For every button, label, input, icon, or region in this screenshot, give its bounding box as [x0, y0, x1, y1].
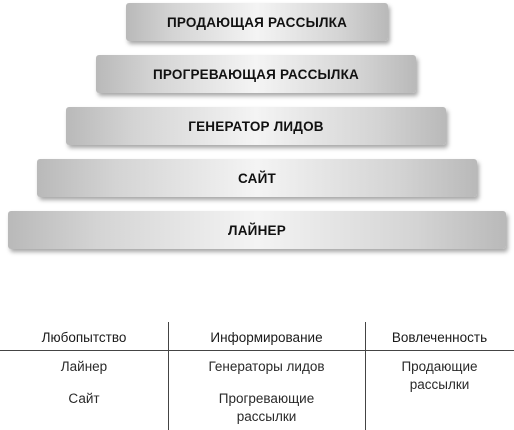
table-column-curiosity: Любопытство Лайнер Сайт: [0, 322, 168, 430]
pyramid-tier-label: ГЕНЕРАТОР ЛИДОВ: [188, 118, 324, 134]
stages-table: Любопытство Лайнер Сайт Информирование Г…: [0, 322, 514, 430]
pyramid-tier-label: ЛАЙНЕР: [228, 222, 286, 238]
pyramid-tier-site: САЙТ: [37, 159, 477, 197]
pyramid-tier-liner: ЛАЙНЕР: [8, 211, 506, 249]
pyramid-tier-warming-mailing: ПРОГРЕВАЮЩАЯ РАССЫЛКА: [96, 55, 416, 93]
pyramid-tier-label: ПРОГРЕВАЮЩАЯ РАССЫЛКА: [152, 66, 359, 82]
table-cell: Прогревающие рассылки: [218, 391, 315, 424]
table-header-engagement: Вовлеченность: [391, 330, 488, 345]
table-column-informing: Информирование Генераторы лидов Прогрева…: [168, 322, 365, 430]
table-cell: Продающие рассылки: [401, 359, 478, 392]
table-column-engagement: Вовлеченность Продающие рассылки: [365, 322, 514, 430]
pyramid-tier-selling-mailing: ПРОДАЮЩАЯ РАССЫЛКА: [126, 3, 388, 41]
pyramid-tier-label: САЙТ: [238, 170, 276, 186]
pyramid-tier-lead-generator: ГЕНЕРАТОР ЛИДОВ: [66, 107, 446, 145]
table-cell: Сайт: [68, 391, 100, 406]
funnel-pyramid: ПРОДАЮЩАЯ РАССЫЛКА ПРОГРЕВАЮЩАЯ РАССЫЛКА…: [8, 3, 506, 249]
table-cell: Генераторы лидов: [208, 359, 325, 374]
table-header-divider: [0, 350, 514, 351]
table-column-divider: [168, 322, 169, 430]
table-cell: Лайнер: [60, 359, 108, 374]
table-header-informing: Информирование: [210, 330, 323, 345]
table-header-curiosity: Любопытство: [41, 330, 127, 345]
pyramid-tier-label: ПРОДАЮЩАЯ РАССЫЛКА: [166, 14, 348, 30]
table-column-divider: [365, 322, 366, 430]
